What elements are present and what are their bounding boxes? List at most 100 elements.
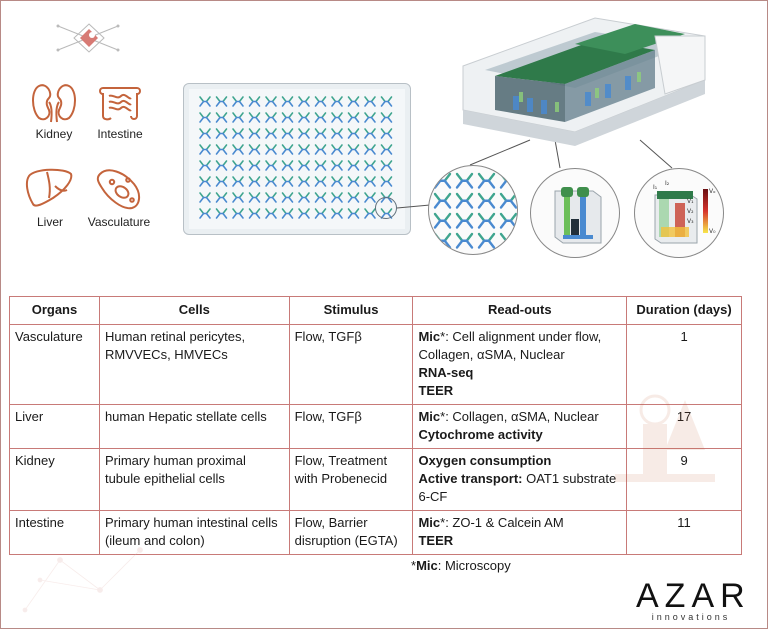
readout-bold: TEER [418,383,454,398]
plate-channel [298,176,310,187]
organ-kidney: Kidney [24,80,84,141]
plate-channel [265,160,277,171]
plate-channel [298,160,310,171]
zoom-channel [499,192,517,209]
zoom-channel [433,192,452,209]
zoom-channel [499,212,517,229]
plate-channel [314,128,327,139]
organ-cell: Liver [9,404,100,449]
organ-label: Intestine [97,127,143,141]
plate-channel [298,128,310,139]
liver-icon [25,168,73,207]
plate-channel [248,112,261,123]
plate-channel [281,128,294,139]
plate-channel [347,144,360,155]
label-i1: I₁ [653,184,658,191]
organ-label: Vasculature [87,215,151,229]
plate-channel [331,96,343,107]
stimulus-cell: Flow, TGFβ [288,404,414,449]
header-cells: Cells [98,296,290,325]
plate-channel [364,176,376,187]
zoom-channel [433,212,452,229]
organ-cell: Kidney [9,448,100,511]
readout-bold: Active transport: [418,471,523,486]
zoom-channel [477,212,496,229]
cells-cell: Primary human proximal tubule epithelial… [98,448,290,511]
readout-line: RNA-seq [418,364,621,382]
organ-liver: Liver [20,164,80,229]
vasculature-icon [96,169,140,210]
label-vbottom: V₀ [709,228,716,235]
plate-channel [314,96,327,107]
plate-channel [248,96,261,107]
plate-channel [331,208,343,219]
label-v2: V₂ [687,208,694,215]
plate-channel [331,112,343,123]
plate-channel [380,160,393,171]
header-readouts: Read-outs [412,296,628,325]
footnote: *Mic: Microscopy [411,558,511,573]
plate-channel [199,160,211,171]
plate-channel [232,112,244,123]
plate-channel [364,144,376,155]
plate-channel [347,160,360,171]
plate-channel [215,144,228,155]
header-organs: Organs [9,296,100,325]
zoom-channel [455,232,474,249]
azar-logo: AZAR innovations [636,579,746,622]
header-duration: Duration (days) [626,296,742,325]
electrode-well-icon: I₁ I₂ V₁ V₂ V₃ Vₒ V₀ [653,180,716,244]
plate-channel [232,160,244,171]
plate-channel [199,176,211,187]
plate-channel [380,144,393,155]
readout-bold: Oxygen consumption [418,453,552,468]
zoom-channel [477,192,496,209]
readout-line: Mic*: Cell alignment under flow, Collage… [418,328,621,364]
organ-intestine: Intestine [88,80,152,141]
plate-channel [364,112,376,123]
plate-channel [314,192,327,203]
plate-channel [265,128,277,139]
plate-channel [281,176,294,187]
lab-equipment-watermark [615,394,715,482]
label-v1: V₁ [687,198,694,205]
plate-channel [215,176,228,187]
stimulus-cell: Flow, Barrier disruption (EGTA) [288,510,414,555]
plate-channel [215,160,228,171]
plate-channel [298,208,310,219]
plate-channel [298,144,310,155]
plate-channel [265,176,277,187]
logo-main-text: AZAR [636,577,751,615]
readout-bold: Mic [418,329,441,344]
organ-cell: Vasculature [9,324,100,405]
cells-cell: Human retinal pericytes, RMVVECs, HMVECs [98,324,290,405]
zoom-channels [428,165,518,255]
device-illustration [462,17,706,146]
cells-cell: Primary human intestinal cells (ileum an… [98,510,290,555]
plate-channel [364,192,376,203]
plate-channel [364,160,376,171]
plate-channel [215,96,228,107]
plate-channel [232,96,244,107]
readout-line: Mic*: Collagen, αSMA, Nuclear [418,408,621,426]
duration-cell: 11 [626,510,742,555]
plate-channel [314,144,327,155]
plate-channel [281,160,294,171]
plate-channel [215,208,228,219]
plate-channel [265,208,277,219]
intestine-icon [99,87,141,121]
zoom-channel [477,172,496,189]
plate-channel [347,192,360,203]
plate-zoom-marker [375,197,397,219]
readout-line: TEER [418,382,621,400]
microplate [183,83,411,235]
readout-bold: TEER [418,533,454,548]
plate-channel [265,96,277,107]
plate-channel [232,128,244,139]
plate-channel [265,144,277,155]
kidney-icon [32,84,76,123]
zoom-connectors [396,139,673,209]
